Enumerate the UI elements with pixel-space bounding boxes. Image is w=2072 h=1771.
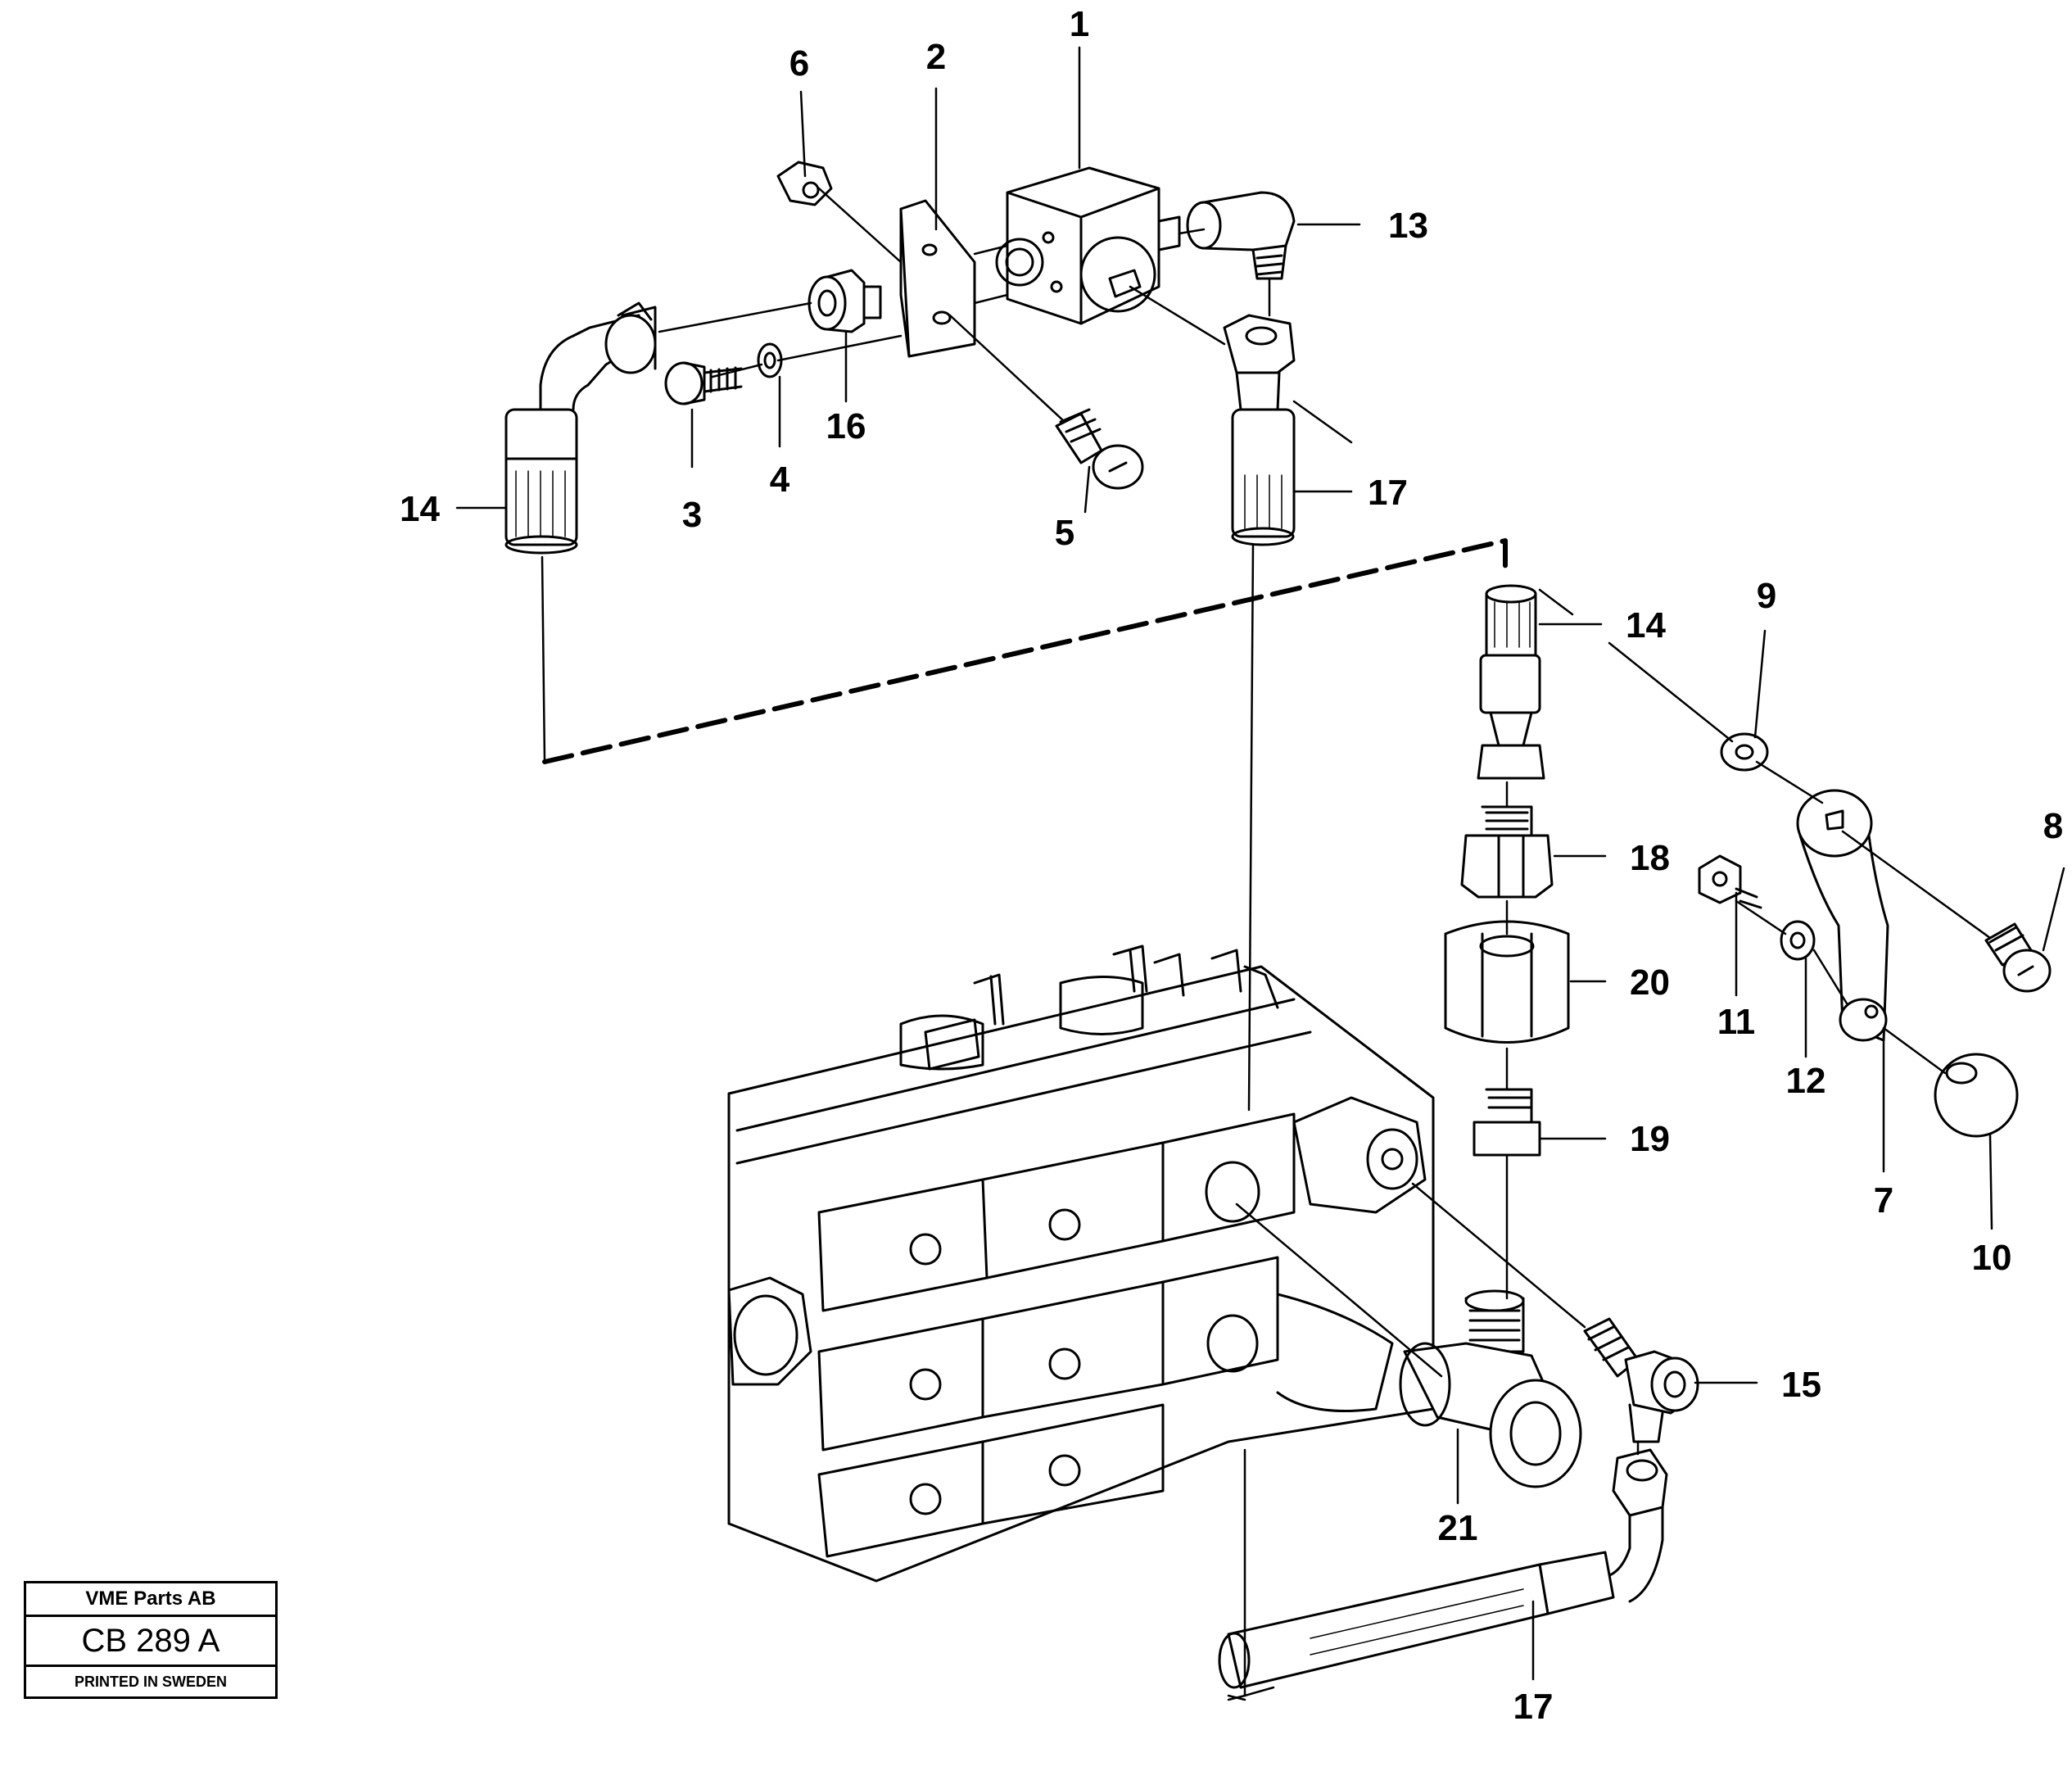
callout-14-left: 14: [400, 489, 440, 529]
callout-12: 12: [1786, 1061, 1826, 1101]
callout-5: 5: [1055, 513, 1074, 553]
callout-14-right: 14: [1626, 605, 1666, 645]
screw-part-8: [1984, 922, 2052, 993]
callout-labels: 1 2 3 4 5 6 7 8 9 10 11 12 13 14 14 15 1…: [400, 4, 2063, 1727]
callout-9: 9: [1757, 576, 1776, 616]
callout-11: 11: [1717, 1002, 1756, 1042]
screw-part-5: [1055, 408, 1144, 490]
control-valve-block: [727, 944, 1435, 1583]
fitting-part-19: [1473, 1088, 1541, 1157]
hose-part-17-lower: [1218, 1448, 1668, 1689]
valve-body-part-1: [995, 166, 1181, 325]
nut-part-6: [776, 161, 833, 206]
stamp-printed-note: PRINTED IN SWEDEN: [74, 1674, 227, 1690]
drawing-stamp: VME Parts AB CB 289 A PRINTED IN SWEDEN: [24, 1581, 278, 1699]
stamp-company: VME Parts AB: [26, 1583, 275, 1617]
nut-part-20: [1444, 920, 1570, 1044]
hose-part-14-right: [1477, 584, 1545, 780]
callout-3: 3: [682, 495, 702, 535]
assembly-lines: [541, 187, 1992, 1701]
callout-8: 8: [2043, 806, 2063, 846]
union-part-16: [808, 269, 882, 333]
stamp-drawing-code: CB 289 A: [26, 1617, 275, 1667]
washer-part-9: [1720, 732, 1769, 772]
callout-18: 18: [1630, 838, 1670, 878]
screw-part-3: [664, 361, 743, 405]
callout-15: 15: [1781, 1365, 1821, 1405]
callout-6: 6: [789, 43, 809, 84]
lever-part-7: [1796, 789, 1889, 1042]
callout-1: 1: [1070, 4, 1089, 44]
callout-20: 20: [1630, 962, 1670, 1003]
callout-4: 4: [770, 460, 790, 500]
hose-part-17-upper: [1223, 314, 1296, 546]
adapter-part-18: [1460, 805, 1554, 899]
callout-7: 7: [1874, 1180, 1893, 1221]
tee-fitting-part-21: [1399, 1289, 1582, 1488]
callout-19: 19: [1630, 1119, 1670, 1159]
hose-part-14-left: [504, 301, 657, 555]
callout-10: 10: [1972, 1238, 2012, 1278]
washer-part-12: [1780, 920, 1816, 961]
bracket-part-2: [899, 199, 976, 358]
bolt-part-11: [1698, 854, 1762, 909]
dashed-hose-path: [542, 538, 1508, 764]
callout-2: 2: [926, 37, 946, 77]
washer-part-4: [757, 342, 783, 378]
elbow-part-13: [1186, 191, 1296, 280]
callout-17-lower: 17: [1513, 1687, 1554, 1727]
elbow-part-15: [1583, 1317, 1699, 1443]
callout-17-upper: 17: [1368, 473, 1408, 513]
callout-13: 13: [1388, 206, 1428, 246]
callout-21: 21: [1438, 1508, 1478, 1548]
callout-16: 16: [826, 406, 866, 446]
knob-part-10: [1934, 1053, 2019, 1138]
leader-lines: [455, 46, 2065, 1681]
